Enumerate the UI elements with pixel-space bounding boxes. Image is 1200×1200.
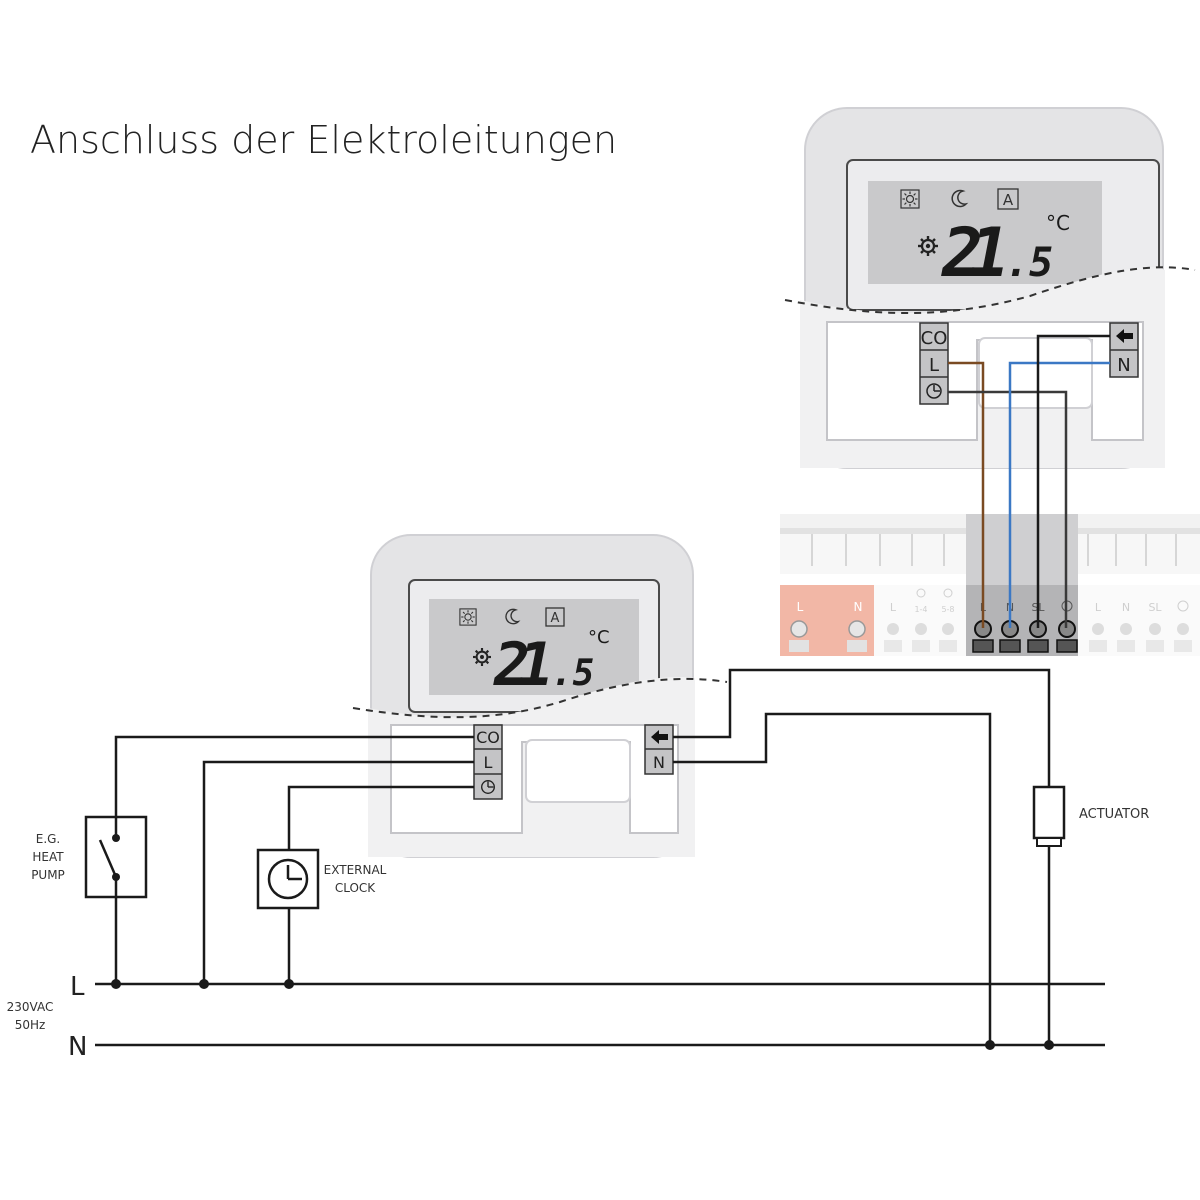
supply-frequency-label: 50Hz: [15, 1018, 46, 1032]
external-clock: [256, 848, 320, 910]
heating-icon: [916, 234, 940, 258]
line-l-label: L: [70, 972, 85, 1002]
terminal-l-label: L: [929, 355, 939, 376]
heat-pump-label-3: PUMP: [31, 868, 65, 882]
brown-wire: [948, 361, 985, 628]
blue-wire: [1008, 361, 1110, 628]
heat-pump-switch: [84, 815, 148, 899]
strip-label-l: L: [797, 600, 804, 614]
supply-voltage-label: 230VAC: [7, 1000, 54, 1014]
auto-mode-label: A: [1003, 191, 1014, 209]
external-clock-label-1: EXTERNAL: [324, 863, 387, 877]
strip-label-zone2-n: N: [1122, 601, 1130, 614]
heat-pump-label-2: HEAT: [32, 850, 64, 864]
strip-label-zone2-sl: SL: [1148, 601, 1162, 614]
clock-wire: [948, 390, 1068, 628]
strip-label-n: N: [854, 600, 863, 614]
black-wire: [1036, 334, 1110, 628]
strip-label-l-aux: L: [890, 601, 897, 614]
heating-icon: [471, 646, 493, 668]
terminal-n-label: N: [1117, 355, 1130, 376]
neutral-wire: [673, 712, 992, 1045]
upper-wires: [948, 334, 1110, 628]
auto-mode-label: A: [551, 611, 560, 626]
arrow-terminal-icon: [651, 730, 668, 744]
temperature-decimal: .5: [1005, 240, 1053, 286]
thermostat-upper: A 21 .5 °C CO L N: [784, 107, 1196, 469]
strip-label-1-4: 1-4: [914, 605, 927, 614]
terminal-co-label: CO: [921, 328, 948, 349]
actuator: [1032, 785, 1066, 847]
clock-feed-wire: [287, 785, 474, 984]
terminal-strip: L N L 1-4 5-8 L N SL L N SL: [780, 514, 1200, 656]
terminal-co-label: CO: [476, 728, 500, 747]
junction-dots: [111, 979, 1054, 1050]
heat-pump-label-1: E.G.: [36, 832, 61, 846]
actuator-wire: [673, 668, 1051, 1045]
strip-label-5-8: 5-8: [941, 605, 954, 614]
terminal-n-label: N: [653, 753, 665, 772]
actuator-label: ACTUATOR: [1079, 807, 1149, 822]
l-wire: [202, 760, 474, 984]
diagram-title: Anschluss der Elektroleitungen: [30, 118, 617, 162]
schematic-wires: [95, 668, 1105, 1047]
arrow-terminal-icon: [1116, 329, 1133, 343]
strip-screws: [789, 620, 1192, 653]
temperature-decimal: .5: [551, 653, 594, 694]
thermostat-lower: A 21 .5 °C CO L N: [352, 534, 728, 858]
terminal-l-label: L: [484, 753, 493, 772]
external-clock-label-2: CLOCK: [335, 881, 376, 895]
temperature-unit: °C: [588, 627, 610, 648]
co-wire: [114, 735, 474, 984]
strip-label-zone2-l: L: [1095, 601, 1102, 614]
temperature-unit: °C: [1046, 211, 1070, 235]
temperature-value: 21: [493, 630, 554, 700]
line-n-label: N: [68, 1032, 87, 1062]
temperature-value: 21: [941, 214, 1010, 293]
